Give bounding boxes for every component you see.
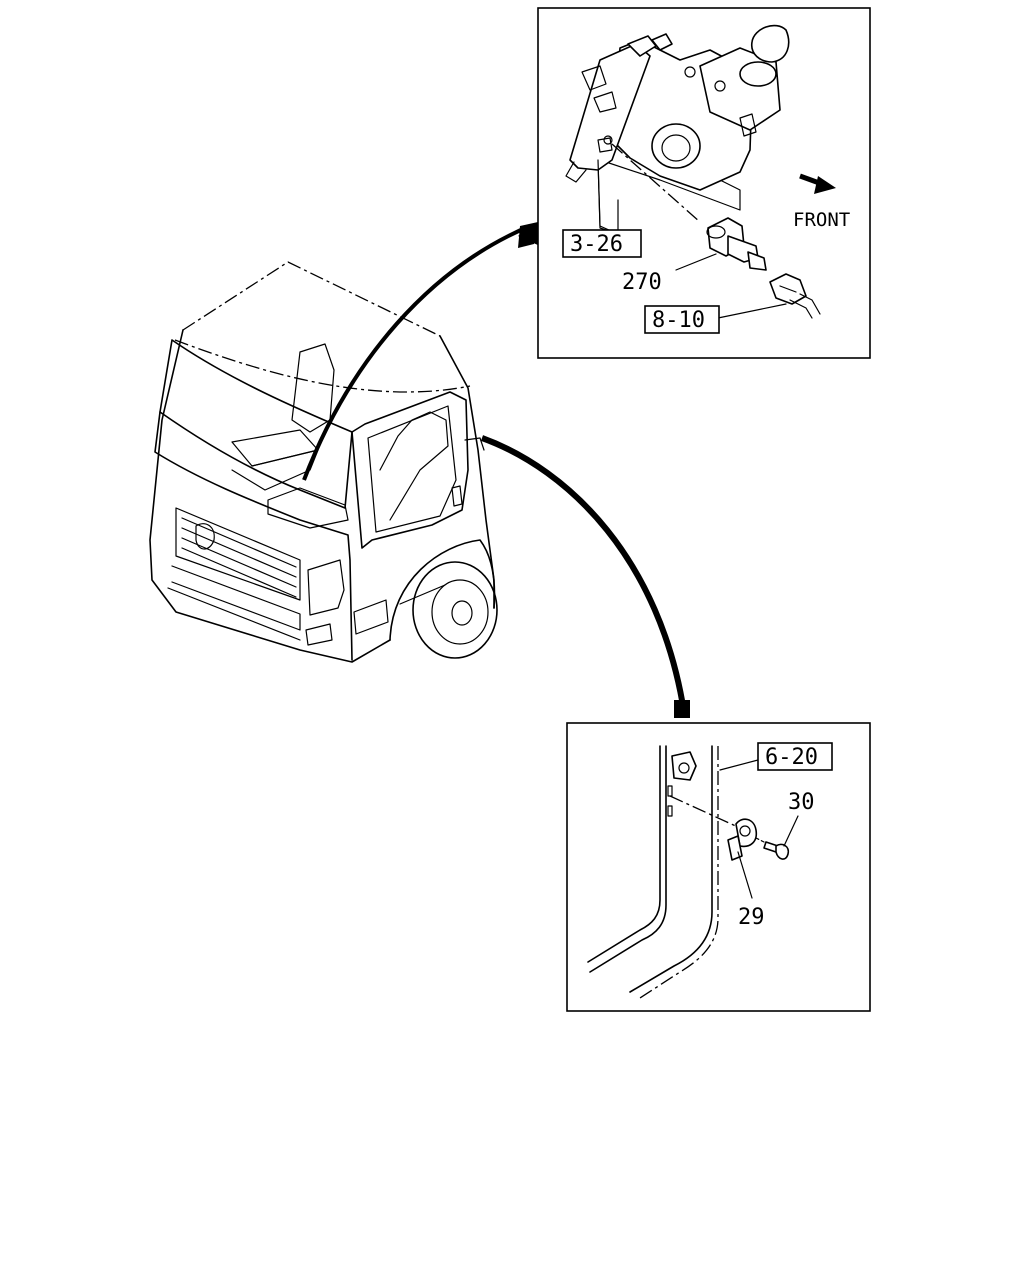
bottom-detail-inset: 6-20 30 29	[566, 722, 871, 1012]
bolt	[755, 837, 790, 860]
leader-arcs	[302, 222, 690, 718]
door-bracket	[727, 818, 758, 861]
door-frame	[587, 745, 719, 999]
callout-ref-8-10: 8-10	[652, 308, 705, 333]
truck-cab-illustration	[149, 261, 498, 663]
front-direction-label: FRONT	[793, 209, 850, 231]
door-striker	[667, 751, 697, 817]
part-number-29: 29	[738, 905, 765, 930]
part-number-270: 270	[622, 270, 662, 295]
front-direction-arrow	[799, 173, 836, 194]
pressure-switch	[706, 217, 767, 271]
callout-ref-6-20: 6-20	[765, 745, 818, 770]
part-number-30: 30	[788, 790, 815, 815]
top-detail-inset: FRONT 3-26 270 8-10	[537, 7, 871, 359]
harness-connector	[769, 273, 821, 319]
callout-ref-3-26: 3-26	[570, 232, 623, 257]
